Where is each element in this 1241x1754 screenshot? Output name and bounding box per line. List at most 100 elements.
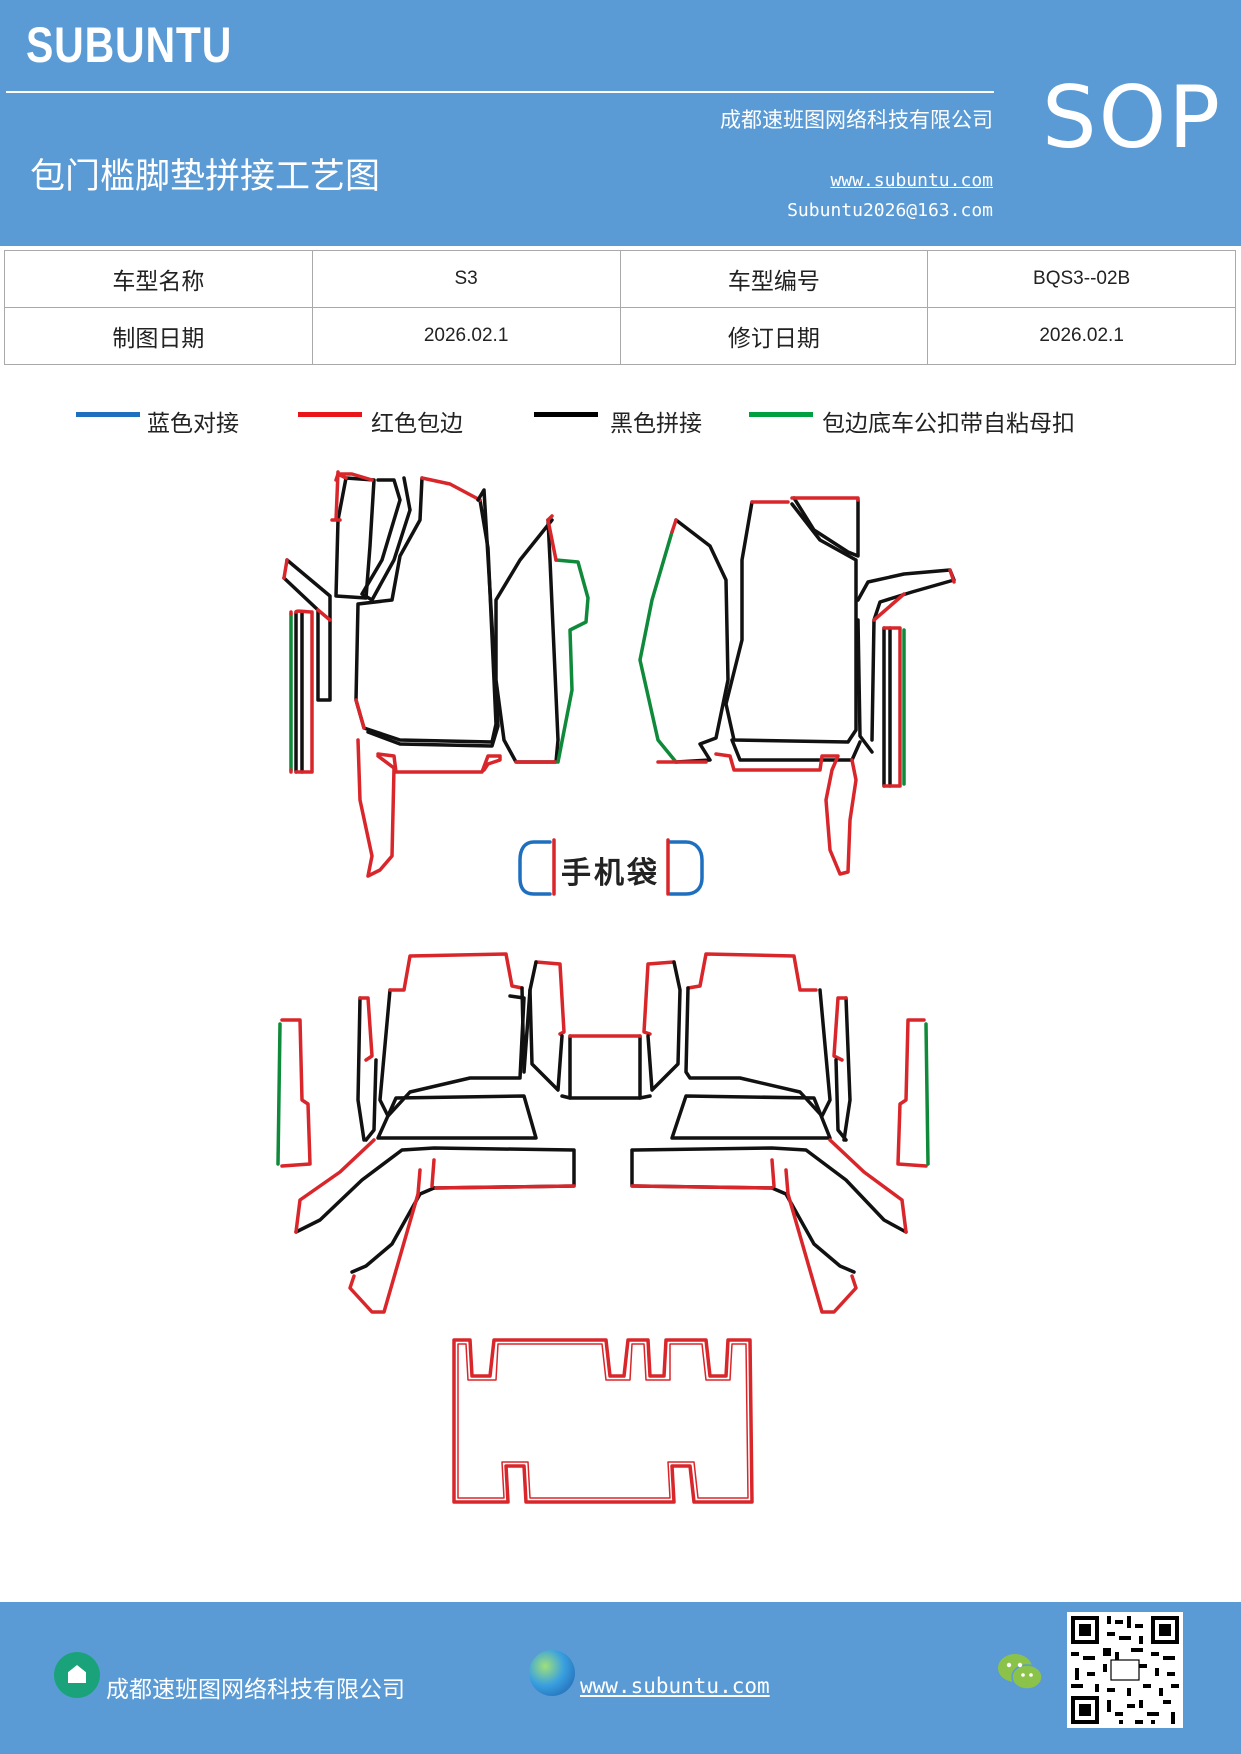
header-divider [6,91,994,93]
legend-swatch-black [534,412,598,417]
legend: 蓝色对接 红色包边 黑色拼接 包边底车公扣带自粘母扣 [0,404,1241,437]
page-title: 包门槛脚垫拼接工艺图 [30,157,381,197]
mat-piece [358,996,374,1062]
mat-piece [686,952,818,992]
mat-piece [520,986,532,1074]
mat-piece [568,1034,642,1100]
legend-swatch-green [749,412,813,417]
mat-piece [834,1058,848,1142]
mat-piece [784,1168,858,1314]
pocket-right-bracket [668,840,704,896]
mat-piece [388,952,524,992]
mat-piece [420,476,482,502]
mat-piece [882,626,902,788]
mat-piece [674,518,730,764]
brand-logo-text: SUBUNTU [26,17,233,73]
top-right-mats [638,496,956,876]
mat-piece [338,472,374,482]
mat-piece [354,476,498,744]
mat-piece [630,1146,908,1234]
legend-label-black: 黑色拼接 [610,411,702,437]
mat-piece [770,1186,856,1274]
mat-piece [364,1058,378,1142]
mat-piece [856,568,956,742]
draw-date-label: 制图日期 [4,307,313,365]
mat-piece [348,1168,422,1314]
phone-pocket-label: 手机袋 [561,856,660,891]
table-row: 制图日期 2026.02.1 修订日期 2026.02.1 [4,307,1236,365]
model-code-value: BQS3--02B [927,250,1236,308]
mat-piece [528,960,564,1092]
mat-piece [642,960,676,1036]
footer-website-link[interactable]: www.subuntu.com [580,1674,770,1698]
mat-piece [360,476,412,602]
mat-piece [724,500,858,744]
mat-piece [494,518,560,764]
mat-piece [294,1146,576,1234]
mat-piece [630,1158,776,1190]
bottom-cargo-mat [452,1338,754,1504]
mat-piece [280,1018,312,1168]
header-banner: SUBUNTU 成都速班图网络科技有限公司 包门槛脚垫拼接工艺图 www.sub… [0,0,1241,246]
mat-piece [350,1186,436,1274]
phone-pocket [518,838,704,896]
draw-date-value: 2026.02.1 [311,307,621,365]
mat-piece [354,698,366,730]
mat-piece [560,1094,652,1100]
mat-piece [730,738,862,762]
mat-piece [294,609,314,774]
mat-piece [294,610,304,774]
mat-piece [294,1138,376,1234]
revise-date-value: 2026.02.1 [927,307,1236,365]
mat-piece [646,960,682,1092]
mat-piece [872,568,956,622]
mat-piece [750,496,860,504]
legend-swatch-red [298,412,362,417]
mat-piece [896,1018,928,1168]
header-website-link[interactable]: www.subuntu.com [830,170,993,191]
sop-badge: SOP [1042,68,1223,168]
mat-piece [452,1338,754,1504]
mat-piece [282,558,332,702]
mat-piece [554,558,590,764]
legend-label-green: 包边底车公扣带自粘母扣 [822,411,1075,437]
mat-piece [638,530,678,764]
mat-piece [842,996,852,1142]
globe-icon [529,1650,575,1696]
mat-piece [792,496,860,558]
mat-piece [366,488,500,748]
footer-company-name: 成都速班图网络科技有限公司 [106,1677,405,1703]
model-name-label: 车型名称 [4,250,313,308]
mat-piece [714,752,858,876]
mat-piece [330,470,342,522]
mat-piece [376,1094,538,1140]
revise-date-label: 修订日期 [619,307,929,365]
header-email: Subuntu2026@163.com [787,200,993,221]
wechat-icon[interactable] [996,1652,1044,1692]
mat-piece [457,1343,749,1499]
mat-piece [828,1138,908,1234]
legend-label-red: 红色包边 [371,411,463,437]
mat-piece [882,626,892,788]
mat-piece [356,996,366,1142]
mat-piece [430,1158,576,1190]
table-row: 车型名称 S3 车型编号 BQS3--02B [4,250,1236,308]
top-left-mats [282,470,590,878]
middle-mats [276,952,930,1314]
legend-swatch-blue [76,412,140,417]
mat-piece [534,960,566,1036]
qr-code[interactable] [1067,1612,1183,1728]
mat-piece [856,618,874,754]
mat-piece [656,518,708,764]
mat-piece [546,518,558,562]
info-table: 车型名称 S3 车型编号 BQS3--02B 制图日期 2026.02.1 修订… [4,250,1236,365]
mat-piece [832,996,848,1062]
mat-piece [670,1094,832,1140]
mat-piece [276,1022,282,1166]
mat-piece [684,986,832,1118]
legend-label-blue: 蓝色对接 [147,411,239,437]
mat-piece [356,738,396,878]
header-company-name: 成都速班图网络科技有限公司 [720,108,993,132]
model-name-value: S3 [311,250,621,308]
